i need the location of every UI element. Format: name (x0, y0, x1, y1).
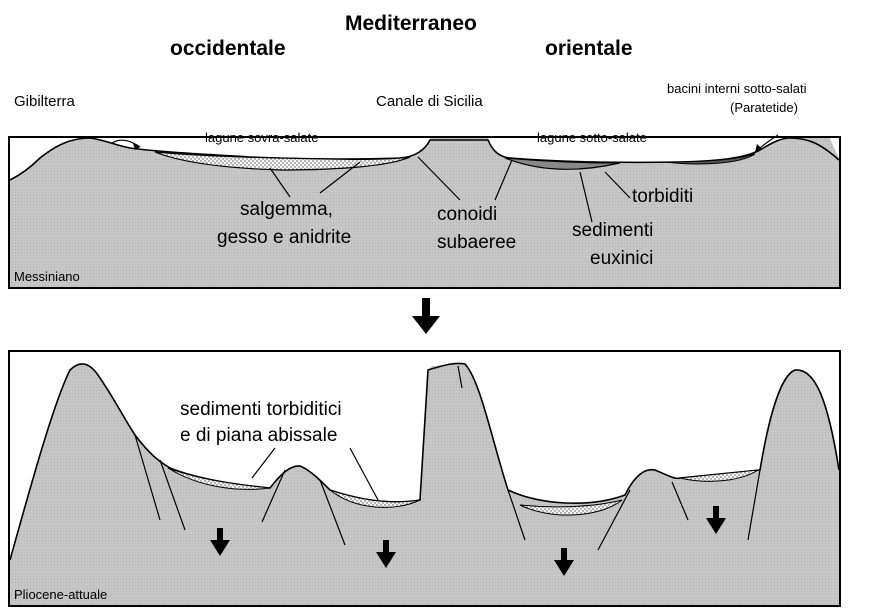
label-evaporites-2: gesso e anidrite (217, 227, 351, 248)
label-fans-2: subaeree (437, 232, 516, 253)
label-inner-basins-1: bacini interni sotto-salati (667, 81, 807, 96)
label-euxinic-1: sedimenti (572, 220, 653, 241)
label-lagoons-east: lagune sotto-salate (537, 130, 647, 145)
header-title: Mediterraneo (345, 12, 477, 35)
header-east: orientale (545, 37, 633, 60)
pliocene-panel: sedimenti torbiditici e di piana abissal… (9, 351, 840, 606)
label-lagoons-west: lagune sovra-salate (205, 130, 318, 145)
label-sediments-2: e di piana abissale (180, 425, 337, 446)
label-messinian: Messiniano (14, 269, 80, 284)
label-pliocene: Pliocene-attuale (14, 587, 107, 602)
label-gibraltar: Gibilterra (14, 93, 76, 110)
label-sediments-1: sedimenti torbiditici (180, 399, 342, 420)
messinian-panel: Gibilterra Canale di Sicilia bacini inte… (9, 81, 840, 288)
label-inner-basins-2: (Paratetide) (730, 100, 798, 115)
label-euxinic-2: euxinici (590, 248, 653, 269)
label-sicily-channel: Canale di Sicilia (376, 93, 483, 110)
label-fans-1: conoidi (437, 204, 497, 225)
label-evaporites-1: salgemma, (240, 199, 333, 220)
label-turbidites: torbiditi (632, 186, 693, 207)
transition-arrow (412, 298, 440, 334)
header-west: occidentale (170, 37, 286, 60)
